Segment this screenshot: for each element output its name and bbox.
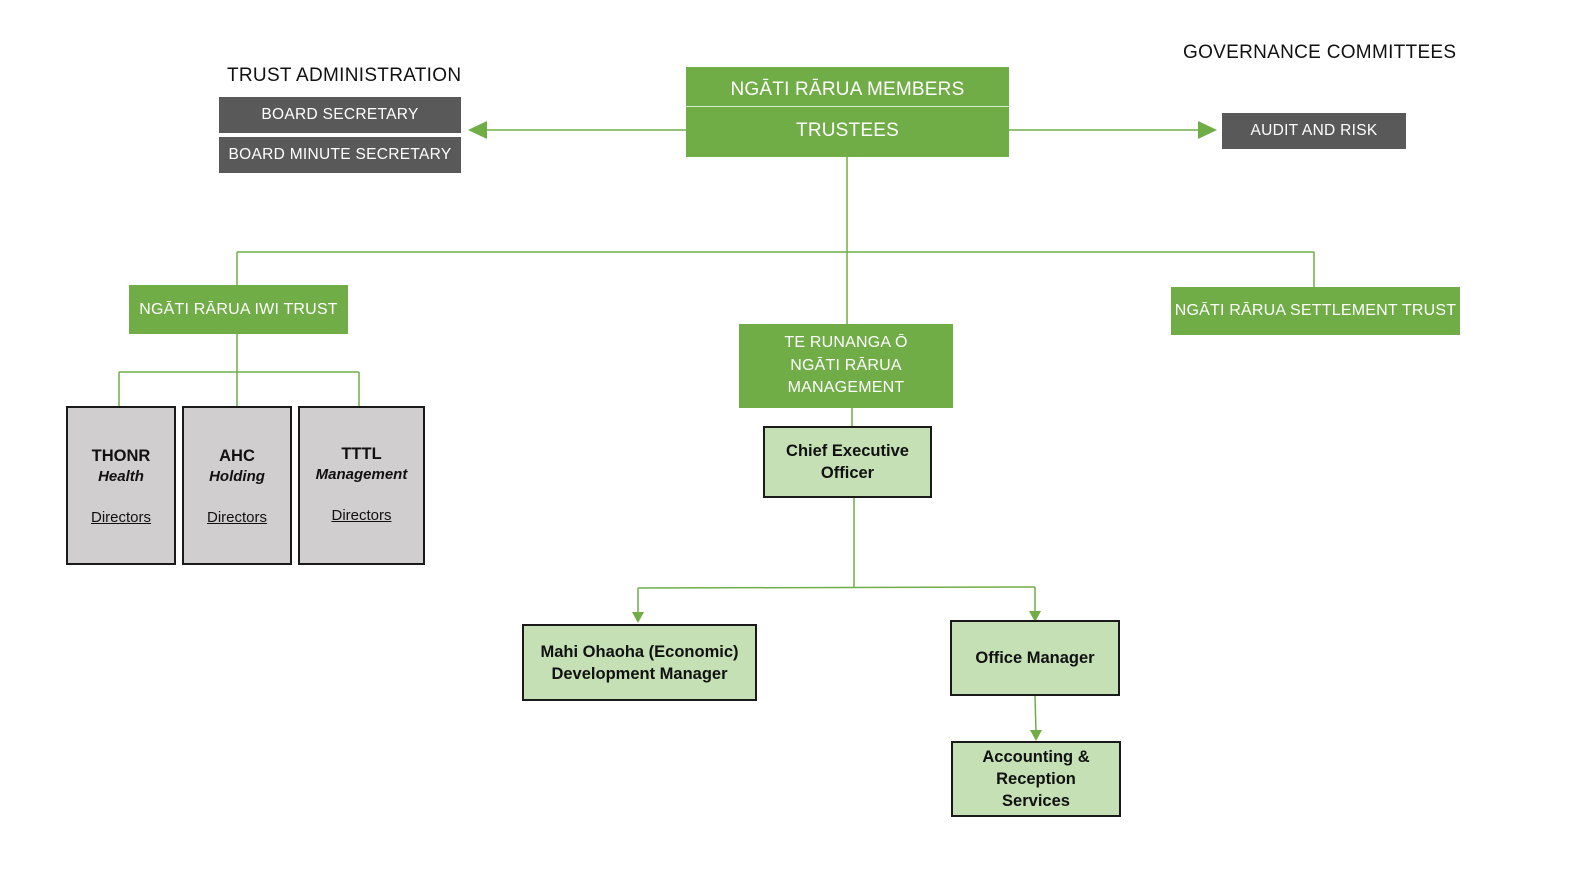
audit-risk-label: AUDIT AND RISK [1250,122,1378,139]
economic-development-manager-box[interactable]: Mahi Ohaoha (Economic) Development Manag… [522,624,757,701]
subsidiary-code: AHC [219,447,255,465]
members-label: NGĀTI RĀRUA MEMBERS [686,67,1009,107]
accounting-reception-box[interactable]: Accounting & Reception Services [951,741,1121,817]
accounting-label-line-3: Services [1002,792,1070,810]
subsidiary-ahc-box[interactable]: AHC Holding Directors [182,406,292,565]
office-manager-label: Office Manager [975,649,1095,667]
subsidiary-type: Management [315,466,408,483]
subsidiary-directors-link[interactable]: Directors [331,507,392,524]
arrow-right-icon [1198,121,1217,139]
management-label-line-1: TE RUNANGA Ō [784,334,908,352]
subsidiary-thonr-box[interactable]: THONR Health Directors [66,406,176,565]
arrow-down-icon [1029,611,1041,622]
subsidiary-code: THONR [91,447,151,465]
management-box[interactable]: TE RUNANGA Ō NGĀTI RĀRUA MANAGEMENT [739,324,953,408]
subsidiary-directors-link[interactable]: Directors [206,509,267,526]
ceo-label-line-1: Chief Executive [786,442,909,460]
iwi-trust-label: NGĀTI RĀRUA IWI TRUST [139,300,338,318]
office-manager-box[interactable]: Office Manager [950,620,1120,696]
trust-administration-heading: TRUST ADMINISTRATION [227,65,462,86]
accounting-label-line-2: Reception [996,770,1076,788]
settlement-trust-label: NGĀTI RĀRUA SETTLEMENT TRUST [1174,302,1457,319]
connector-office-accounting [1034,695,1037,733]
board-secretary-label: BOARD SECRETARY [261,106,419,123]
connector-staff-bus [637,586,1036,589]
board-secretary-box[interactable]: BOARD SECRETARY [219,97,461,133]
members-trustees-box[interactable]: NGĀTI RĀRUA MEMBERS TRUSTEES [686,67,1009,157]
settlement-trust-box[interactable]: NGĀTI RĀRUA SETTLEMENT TRUST [1171,287,1460,335]
governance-committees-heading: GOVERNANCE COMMITTEES [1183,42,1457,63]
subsidiary-code: TTTL [341,445,382,463]
board-minute-secretary-box[interactable]: BOARD MINUTE SECRETARY [219,137,461,173]
accounting-label-line-1: Accounting & [982,748,1090,766]
trustees-label: TRUSTEES [796,120,899,141]
board-minute-secretary-label: BOARD MINUTE SECRETARY [228,146,452,163]
ceo-label-line-2: Officer [820,464,875,482]
subsidiary-directors-link[interactable]: Directors [90,509,151,526]
management-label-line-3: MANAGEMENT [787,379,905,397]
subsidiary-tttl-box[interactable]: TTTL Management Directors [298,406,425,565]
arrow-down-icon [1030,730,1042,741]
subsidiary-type: Holding [209,468,265,485]
iwi-trust-box[interactable]: NGĀTI RĀRUA IWI TRUST [129,285,348,334]
arrow-down-icon [632,612,644,623]
economic-development-label-line-1: Mahi Ohaoha (Economic) [540,642,739,661]
economic-development-label-line-2: Development Manager [551,664,728,683]
audit-risk-box[interactable]: AUDIT AND RISK [1222,113,1406,149]
arrow-left-icon [468,121,487,139]
subsidiary-type: Health [98,468,144,485]
management-label-line-2: NGĀTI RĀRUA [790,356,902,374]
ceo-box[interactable]: Chief Executive Officer [763,426,932,498]
